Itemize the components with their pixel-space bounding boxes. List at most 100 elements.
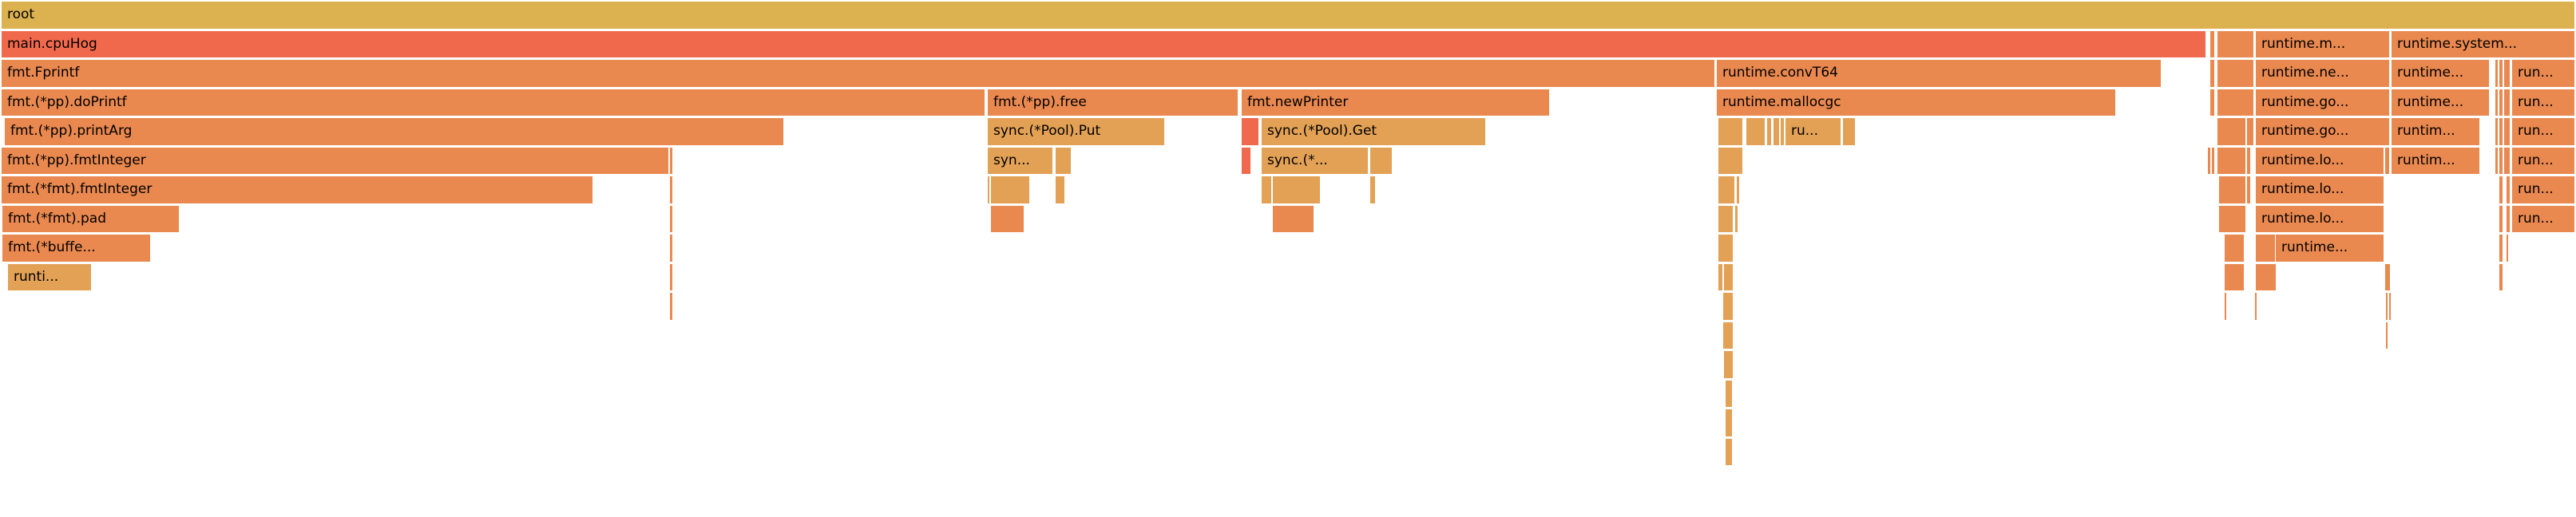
flame-frame-anon[interactable] — [2219, 205, 2245, 232]
flame-frame-anon[interactable] — [2504, 89, 2510, 116]
flame-frame-anon[interactable] — [2504, 147, 2510, 174]
flame-frame-anon[interactable] — [2499, 118, 2503, 145]
flame-frame-anon[interactable] — [1746, 118, 1765, 145]
flame-frame-anon[interactable] — [1242, 118, 1258, 145]
flame-frame[interactable]: runtime... — [2392, 60, 2489, 87]
flame-frame[interactable]: run... — [2512, 60, 2574, 87]
flame-frame[interactable]: fmt.(*fmt).fmtInteger — [2, 176, 592, 203]
flame-frame-anon[interactable] — [2504, 118, 2510, 145]
flame-frame-anon[interactable] — [2385, 263, 2390, 290]
flame-frame-anon[interactable] — [1726, 438, 1732, 465]
flame-frame-anon[interactable] — [2495, 147, 2498, 174]
flame-frame-anon[interactable] — [2247, 118, 2253, 145]
flame-frame[interactable]: runtime.lo... — [2256, 205, 2384, 232]
flame-frame-anon[interactable] — [1843, 118, 1855, 145]
flame-frame-anon[interactable] — [2210, 60, 2214, 87]
flame-frame[interactable]: runti... — [8, 263, 91, 290]
flame-frame-anon[interactable] — [670, 263, 672, 290]
flame-frame-anon[interactable] — [1718, 205, 1733, 232]
flame-frame-anon[interactable] — [2225, 293, 2226, 320]
flame-frame-anon[interactable] — [991, 205, 1024, 232]
flame-frame[interactable]: runtime.lo... — [2256, 147, 2384, 174]
flame-frame-anon[interactable] — [1767, 118, 1771, 145]
flame-frame[interactable]: runtime.system... — [2392, 30, 2574, 57]
flame-frame[interactable]: run... — [2512, 147, 2574, 174]
flame-frame-anon[interactable] — [2255, 293, 2257, 320]
flame-frame-anon[interactable] — [670, 147, 672, 174]
flame-frame-anon[interactable] — [1735, 205, 1738, 232]
flame-frame-anon[interactable] — [2499, 205, 2503, 232]
flame-frame-anon[interactable] — [2212, 147, 2214, 174]
flame-frame-anon[interactable] — [1273, 176, 1320, 203]
flame-frame-anon[interactable] — [1718, 118, 1742, 145]
flame-frame[interactable]: runtime.go... — [2256, 89, 2389, 116]
flame-frame[interactable]: fmt.(*fmt).pad — [2, 205, 179, 232]
flame-frame-anon[interactable] — [2256, 235, 2275, 262]
flame-frame-anon[interactable] — [2256, 263, 2276, 290]
flame-frame-anon[interactable] — [1718, 235, 1733, 262]
flame-frame-anon[interactable] — [2499, 147, 2503, 174]
flame-frame-anon[interactable] — [2499, 235, 2503, 262]
flame-frame-anon[interactable] — [2504, 60, 2510, 87]
flame-frame[interactable]: runtime.ne... — [2256, 60, 2389, 87]
flame-frame[interactable]: run... — [2512, 176, 2574, 203]
flame-frame[interactable]: runtim... — [2392, 118, 2479, 145]
flame-frame-anon[interactable] — [1723, 322, 1733, 349]
flame-frame-anon[interactable] — [2499, 263, 2503, 290]
flame-frame-anon[interactable] — [1718, 176, 1734, 203]
flame-frame-anon[interactable] — [2247, 147, 2250, 174]
flame-frame[interactable]: run... — [2512, 205, 2574, 232]
flame-frame-anon[interactable] — [1718, 263, 1722, 290]
flame-frame-anon[interactable] — [1242, 147, 1250, 174]
flame-frame-anon[interactable] — [1723, 293, 1733, 320]
flame-frame-anon[interactable] — [1724, 263, 1733, 290]
flame-frame[interactable]: run... — [2512, 118, 2574, 145]
flame-frame-anon[interactable] — [670, 293, 672, 320]
flame-frame-anon[interactable] — [1718, 147, 1742, 174]
flame-frame[interactable]: sync.(*Pool).Put — [988, 118, 1164, 145]
flame-frame-anon[interactable] — [2217, 60, 2253, 87]
flame-frame[interactable]: runtime.go... — [2256, 118, 2389, 145]
flame-frame-anon[interactable] — [2208, 147, 2210, 174]
flame-frame-anon[interactable] — [2495, 118, 2498, 145]
flame-frame-anon[interactable] — [2210, 30, 2214, 57]
flame-frame-anon[interactable] — [2495, 60, 2498, 87]
flame-frame-anon[interactable] — [1056, 176, 1064, 203]
flame-frame-anon[interactable] — [2507, 176, 2510, 203]
flame-frame-anon[interactable] — [2389, 293, 2391, 320]
flame-frame-anon[interactable] — [1056, 147, 1071, 174]
flame-frame-anon[interactable] — [1273, 205, 1314, 232]
flame-frame-anon[interactable] — [2507, 235, 2508, 262]
flame-frame[interactable]: runtime.m... — [2256, 30, 2389, 57]
flame-frame[interactable]: runtime... — [2392, 89, 2489, 116]
flame-frame[interactable]: fmt.(*pp).free — [988, 89, 1238, 116]
flame-frame-anon[interactable] — [2225, 235, 2244, 262]
flame-frame-anon[interactable] — [988, 176, 989, 203]
flame-frame[interactable]: runtime.convT64 — [1717, 60, 2161, 87]
flame-frame-anon[interactable] — [1781, 118, 1784, 145]
flame-frame[interactable]: fmt.(*pp).fmtInteger — [2, 147, 668, 174]
flame-frame-anon[interactable] — [1726, 409, 1732, 436]
flame-frame[interactable]: fmt.(*buffe... — [2, 235, 150, 262]
flame-frame[interactable]: fmt.(*pp).doPrintf — [2, 89, 985, 116]
flame-frame-anon[interactable] — [2217, 89, 2253, 116]
flame-frame[interactable]: syn... — [988, 147, 1052, 174]
flame-frame-anon[interactable] — [2247, 176, 2250, 203]
flame-frame-anon[interactable] — [1370, 147, 1392, 174]
flame-frame-anon[interactable] — [2210, 89, 2214, 116]
flame-frame[interactable]: main.cpuHog — [2, 30, 2205, 57]
flame-frame-anon[interactable] — [2385, 147, 2389, 174]
flame-frame[interactable]: runtime... — [2276, 235, 2384, 262]
flame-frame-anon[interactable] — [2217, 147, 2245, 174]
flame-frame-anon[interactable] — [670, 235, 672, 262]
flame-frame-anon[interactable] — [1737, 176, 1739, 203]
flame-frame-anon[interactable] — [2217, 118, 2245, 145]
flame-frame[interactable]: fmt.Fprintf — [2, 60, 1714, 87]
flame-frame[interactable]: runtime.mallocgc — [1717, 89, 2115, 116]
flame-frame-anon[interactable] — [2225, 263, 2244, 290]
flame-frame[interactable]: run... — [2512, 89, 2574, 116]
flame-frame[interactable]: fmt.(*pp).printArg — [5, 118, 783, 145]
flame-frame-anon[interactable] — [991, 176, 1029, 203]
flame-frame-anon[interactable] — [2499, 60, 2503, 87]
flame-frame-anon[interactable] — [1262, 176, 1271, 203]
